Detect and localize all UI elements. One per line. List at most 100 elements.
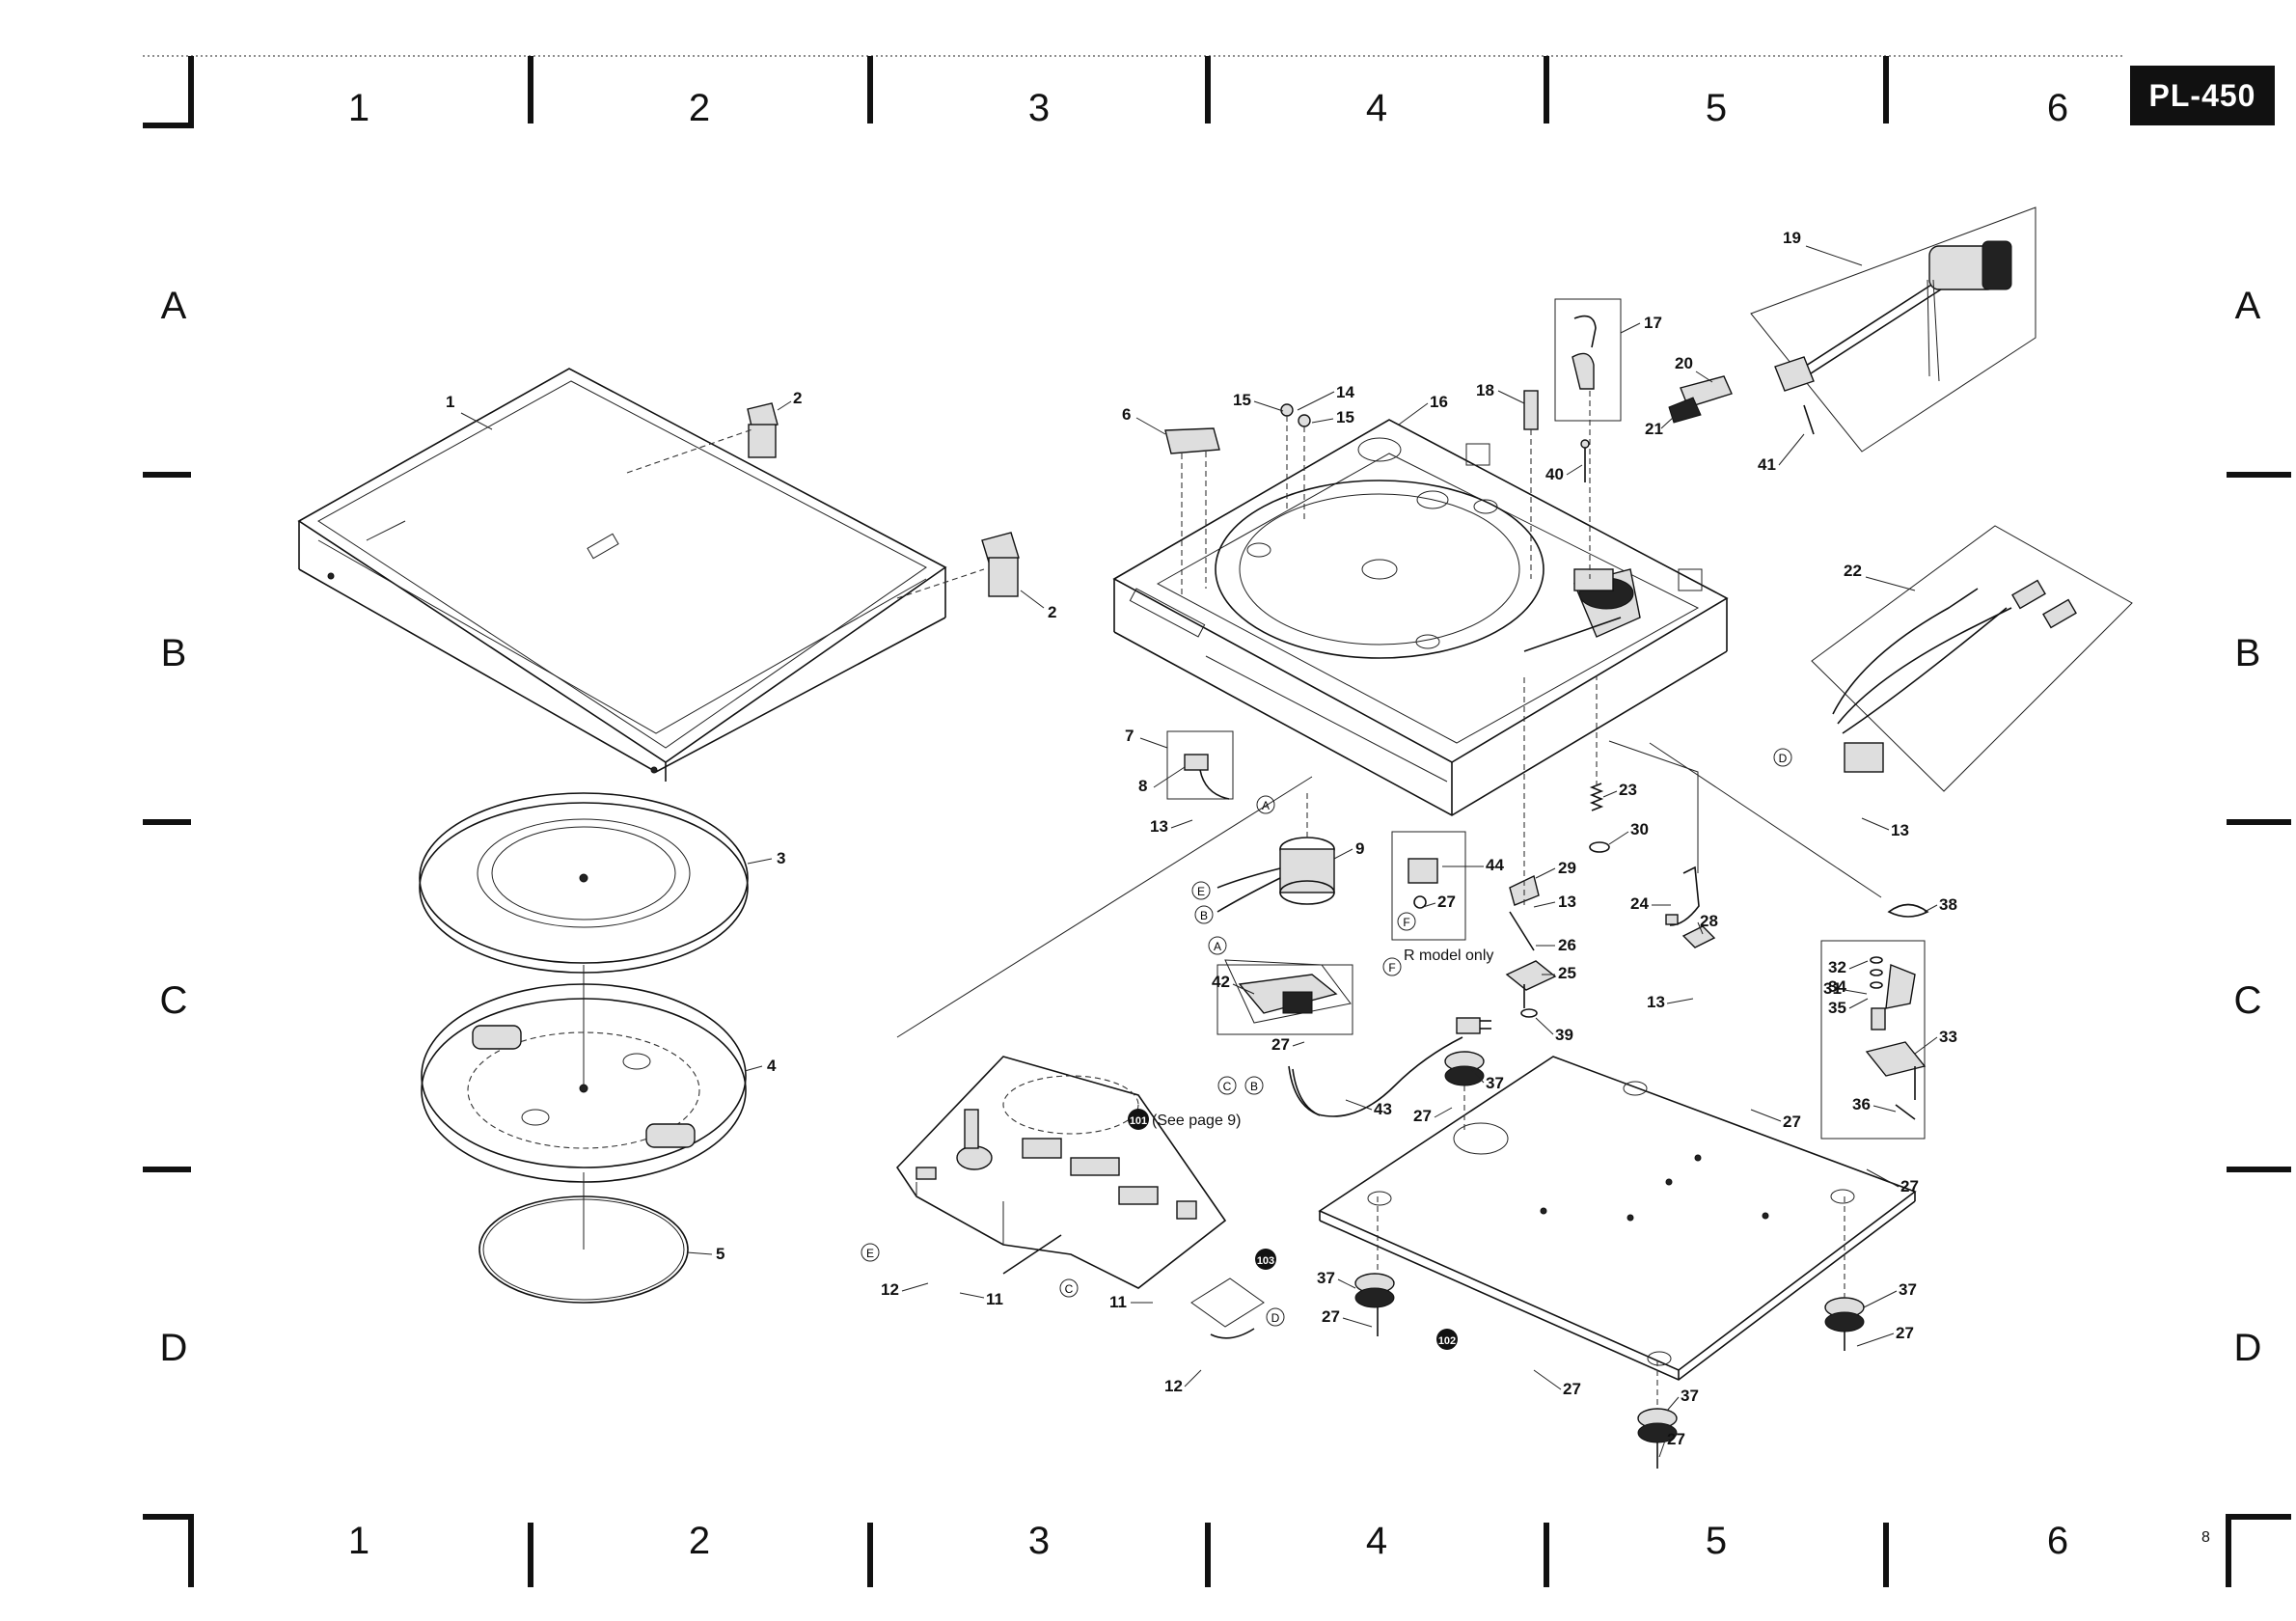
callout-32: 32	[1828, 958, 1846, 976]
callout-13: 13	[1150, 817, 1168, 836]
column-label: 3	[1028, 1520, 1050, 1562]
plate-25	[1507, 961, 1555, 1008]
callout-27: 27	[1413, 1107, 1432, 1125]
callout-102: 102	[1438, 1335, 1456, 1347]
callout-29: 29	[1558, 859, 1576, 877]
connector-e: E	[1197, 885, 1205, 898]
row-label: C	[160, 979, 188, 1022]
column-label: 3	[1028, 87, 1050, 129]
callout-39: 39	[1555, 1026, 1573, 1044]
connector-f: F	[1403, 916, 1409, 929]
callout-27: 27	[1783, 1113, 1801, 1131]
callout-15: 15	[1336, 408, 1354, 426]
row-label: D	[160, 1327, 188, 1369]
link-26	[1510, 912, 1534, 950]
sub-pcb	[1191, 1278, 1264, 1338]
callout-21: 21	[1645, 420, 1663, 438]
callout-27: 27	[1322, 1307, 1340, 1326]
callout-13: 13	[1891, 821, 1909, 839]
column-label: 1	[348, 87, 369, 129]
callout-103: 103	[1257, 1255, 1274, 1267]
column-label: 4	[1366, 87, 1387, 129]
connector-d: D	[1779, 752, 1788, 765]
callout-19: 19	[1783, 229, 1801, 247]
column-label: 6	[2047, 1520, 2068, 1562]
column-label: 6	[2047, 87, 2068, 129]
column-label: 2	[689, 1520, 710, 1562]
callout-27: 27	[1563, 1380, 1581, 1398]
callout-37: 37	[1899, 1280, 1917, 1299]
callout-5: 5	[716, 1245, 724, 1263]
callout-12: 12	[881, 1280, 899, 1299]
washer-39	[1521, 1009, 1537, 1017]
callout-37: 37	[1486, 1074, 1504, 1092]
connector-d: D	[1271, 1311, 1280, 1325]
foot-top	[1445, 1052, 1484, 1085]
spring-23	[1592, 675, 1601, 810]
callout-2: 2	[793, 389, 802, 407]
callout-41: 41	[1758, 455, 1776, 474]
callout-18: 18	[1476, 381, 1494, 399]
callout-28: 28	[1700, 912, 1718, 930]
platter	[422, 965, 746, 1182]
callout-16: 16	[1430, 393, 1448, 411]
row-label: A	[161, 285, 187, 327]
callout-2: 2	[1048, 603, 1056, 621]
row-labels-left: A B C D	[160, 285, 188, 1369]
connector-e: E	[866, 1247, 874, 1260]
motor-bracket	[1217, 960, 1353, 1034]
callout-13: 13	[1647, 993, 1665, 1011]
callout-27: 27	[1900, 1177, 1919, 1195]
washer-30	[1590, 842, 1609, 852]
column-label: 4	[1366, 1520, 1387, 1562]
callout-27: 27	[1437, 893, 1456, 911]
connector-a: A	[1214, 940, 1221, 953]
row-label: B	[2235, 632, 2261, 674]
callout-27: 27	[1271, 1035, 1290, 1054]
callout-7: 7	[1125, 727, 1134, 745]
callout-34: 34	[1828, 977, 1846, 996]
callout-23: 23	[1619, 781, 1637, 799]
callout-101: 101	[1130, 1115, 1147, 1127]
row-label: D	[2234, 1327, 2262, 1369]
row-labels-right: A B C D	[2234, 285, 2262, 1369]
connector-c: C	[1223, 1080, 1232, 1093]
r-model-only-note: R model only	[1404, 948, 1493, 964]
connector-f: F	[1388, 961, 1395, 975]
lever-29	[1510, 675, 1539, 905]
motor	[1217, 791, 1334, 912]
callout-12: 12	[1164, 1377, 1183, 1395]
callout-4: 4	[767, 1057, 777, 1075]
cue-knob	[1165, 428, 1219, 598]
connector-markers: A A B B C C D D E E F F	[861, 749, 1791, 1326]
callout-44: 44	[1486, 856, 1504, 874]
lift-lever	[1524, 391, 1538, 579]
column-label: 5	[1706, 87, 1727, 129]
callout-38: 38	[1939, 895, 1957, 914]
platter-mat	[420, 793, 748, 973]
callout-1: 1	[446, 393, 454, 411]
row-label: A	[2235, 285, 2261, 327]
callout-13: 13	[1558, 893, 1576, 911]
lever-24	[1609, 741, 1699, 925]
callout-11: 11	[986, 1290, 1003, 1308]
connector-b: B	[1200, 909, 1208, 922]
row-label: B	[161, 632, 187, 674]
callout-24: 24	[1630, 894, 1649, 913]
finger-lift-screw	[1804, 405, 1814, 434]
callout-6: 6	[1122, 405, 1131, 424]
callout-3: 3	[777, 849, 785, 867]
callout-25: 25	[1558, 964, 1576, 982]
switch-assembly	[1167, 731, 1233, 799]
ring-38	[1650, 743, 1927, 917]
column-label: 1	[348, 1520, 369, 1562]
callout-14: 14	[1336, 383, 1354, 401]
bottom-board	[1320, 1057, 1915, 1380]
callout-8: 8	[1138, 777, 1147, 795]
screw-40	[1581, 440, 1589, 482]
connector-b: B	[1250, 1080, 1258, 1093]
page-number: 8	[2201, 1529, 2210, 1546]
callout-40: 40	[1545, 465, 1564, 483]
dust-cover	[299, 369, 945, 782]
